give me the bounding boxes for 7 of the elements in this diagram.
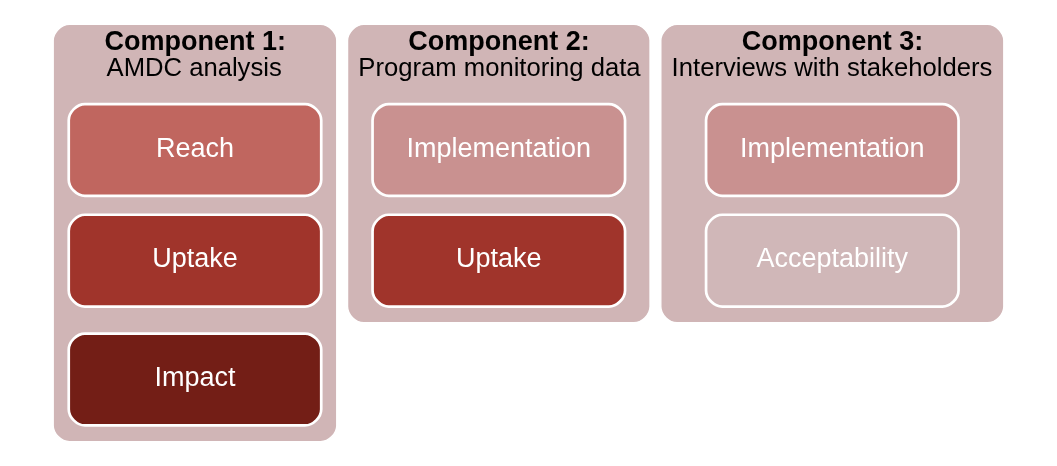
node-box: Implementation <box>371 102 627 198</box>
node-box: Uptake <box>371 213 627 308</box>
node-box: Implementation <box>704 102 960 198</box>
node-box: Uptake <box>67 213 323 308</box>
node-box: Impact <box>67 332 323 427</box>
node-box: Acceptability <box>704 213 960 308</box>
node-box: Reach <box>67 102 323 198</box>
